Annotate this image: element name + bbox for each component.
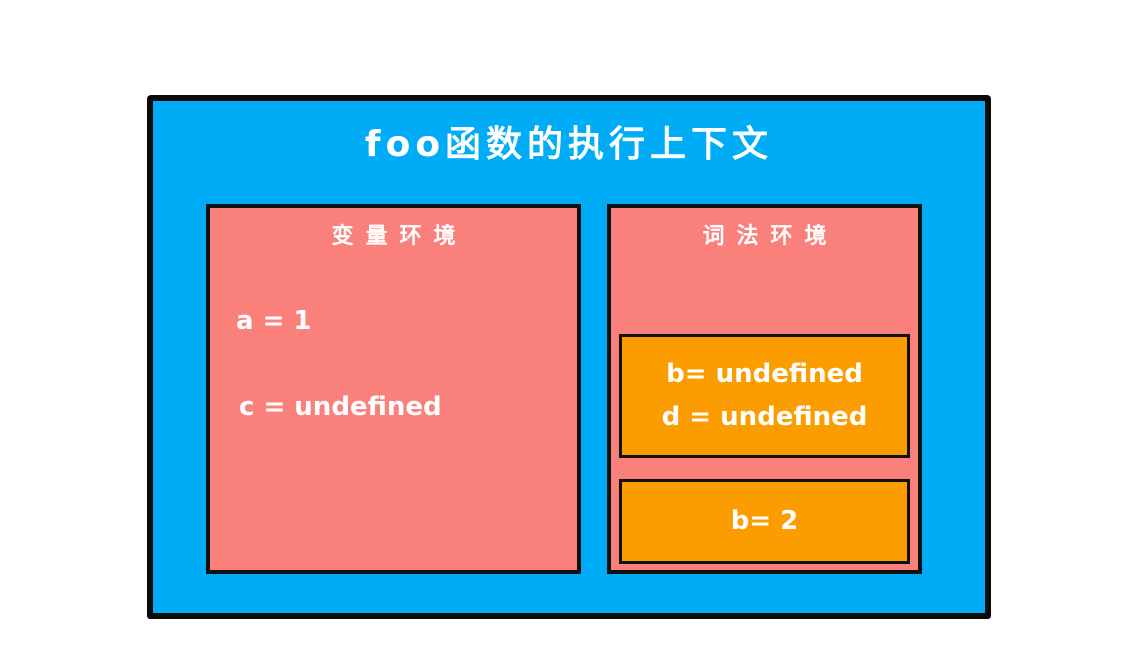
execution-context-title: foo函数的执行上下文 xyxy=(364,124,774,165)
lexical-block-inner-scope: b= 2 xyxy=(619,479,910,564)
lexical-entry-b-2: b= 2 xyxy=(730,506,799,536)
lexical-environment-box: 词法环境 b= undefined d = undefined b= 2 xyxy=(607,204,922,574)
lexical-entry-d-undefined: d = undefined xyxy=(661,402,868,432)
variable-entry-c: c = undefined xyxy=(239,392,442,422)
lexical-block-outer-scope: b= undefined d = undefined xyxy=(619,334,910,458)
lexical-environment-title: 词法环境 xyxy=(702,224,839,249)
lexical-entry-b-undefined: b= undefined xyxy=(666,359,863,389)
variable-environment-title: 变量环境 xyxy=(331,224,468,249)
execution-context-box: foo函数的执行上下文 变量环境 a = 1 c = undefined 词法环… xyxy=(148,96,990,618)
variable-entry-a: a = 1 xyxy=(236,306,312,336)
variable-environment-box: 变量环境 a = 1 c = undefined xyxy=(206,204,581,574)
